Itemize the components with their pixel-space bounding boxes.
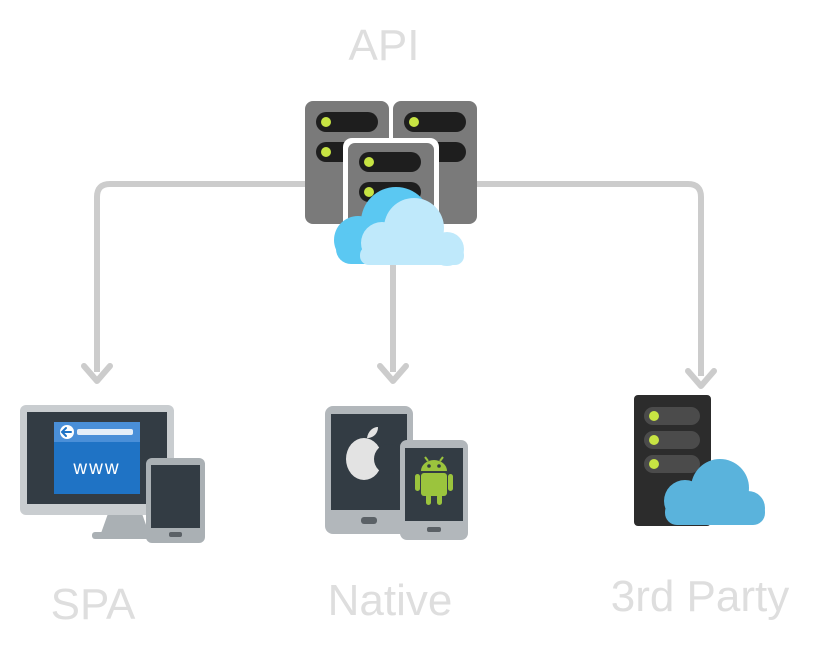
apple-logo-icon — [346, 427, 404, 480]
server-cloud-icon — [634, 395, 765, 526]
native-label: Native — [327, 576, 453, 625]
connector-third-party — [476, 181, 704, 376]
cloud-icon — [334, 187, 464, 266]
connector-spa — [94, 181, 306, 372]
desktop-browser-tablet-icon: www — [20, 405, 205, 543]
spa-label: SPA — [50, 580, 136, 629]
android-logo-icon — [415, 456, 453, 505]
arrowhead-spa — [81, 363, 113, 384]
cloud-icon — [664, 459, 765, 525]
arrowhead-native — [377, 363, 409, 384]
apple-android-devices-icon — [325, 406, 468, 540]
api-label: API — [348, 21, 420, 70]
browser-www-text: www — [72, 458, 120, 479]
server-rack-cloud-icon — [305, 101, 477, 266]
arrowhead-third-party — [685, 368, 717, 389]
connectors — [94, 181, 704, 376]
arrowheads — [81, 363, 717, 389]
third-party-label: 3rd Party — [610, 572, 790, 621]
